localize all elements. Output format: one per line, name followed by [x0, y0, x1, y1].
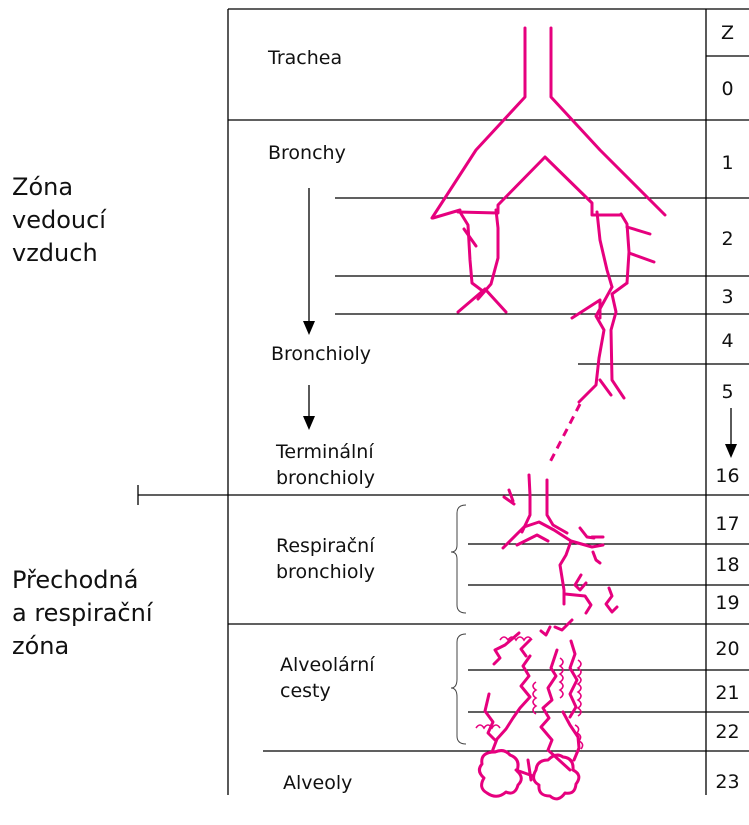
alveolar-sac-left — [479, 751, 521, 797]
generation-22: 22 — [706, 721, 749, 743]
label-respiratory-line-2: bronchioly — [276, 559, 375, 585]
conducting-zone-line-3: vzduch — [12, 237, 106, 270]
duct-left-branch — [485, 694, 496, 741]
right-airway-right-wall — [611, 283, 627, 398]
generation-20: 20 — [706, 638, 749, 660]
duct-center-right — [541, 650, 570, 770]
label-alveolar-line-1: Alveolární — [280, 652, 375, 678]
label-respiratory-line-1: Respirační — [276, 533, 375, 559]
terminal-right-wall — [547, 480, 567, 533]
respiratory-zone-label: Přechodná a respirační zóna — [12, 564, 153, 663]
label-terminal-bronchioles: Terminální bronchioly — [276, 439, 375, 491]
left-lower-branch-outer — [478, 210, 498, 299]
alveolar-sac-right — [534, 755, 579, 799]
label-respiratory-bronchioles: Respirační bronchioly — [276, 533, 375, 585]
generation-18: 18 — [706, 554, 749, 576]
left-terminal-fork — [458, 289, 506, 312]
scallop-2 — [560, 658, 563, 698]
terminal-left-wall — [522, 475, 530, 532]
duct-right-branch — [563, 712, 579, 760]
resp-terminal-curl — [541, 620, 572, 635]
right-twigs — [627, 227, 654, 262]
conducting-zone-line-1: Zóna — [12, 171, 106, 204]
generation-5: 5 — [706, 381, 749, 403]
airway-dashed-continuation — [548, 404, 580, 466]
trachea-left-wall — [432, 28, 525, 218]
arrow-head-2 — [303, 416, 315, 430]
label-alveolar-ducts: Alveolární cesty — [280, 652, 375, 704]
resp-lower-twigs — [565, 575, 591, 613]
label-alveoli: Alveoly — [283, 770, 352, 796]
arrow-head-1 — [303, 321, 315, 335]
generation-1: 1 — [706, 152, 749, 174]
respiratory-zone-line-2: a respirační — [12, 597, 153, 630]
label-terminal-line-1: Terminální — [276, 439, 375, 465]
bronchiole-fork — [600, 380, 611, 395]
bracket-alveolar-ducts — [451, 634, 466, 744]
conducting-zone-label: Zóna vedoucí vzduch — [12, 171, 106, 270]
terminal-side-twig — [504, 490, 514, 504]
bracket-respiratory-bronchioles — [451, 505, 466, 613]
flow-arrows — [309, 188, 731, 448]
label-bronchioles: Bronchioly — [271, 341, 371, 367]
generation-2: 2 — [706, 228, 749, 250]
generation-4: 4 — [706, 330, 749, 352]
generation-0: 0 — [706, 78, 749, 100]
duct-upper-right — [570, 641, 577, 717]
trachea-right-wall — [551, 28, 665, 215]
generation-17: 17 — [706, 513, 749, 535]
airway-tree — [432, 28, 665, 799]
respiratory-zone-line-1: Přechodná — [12, 564, 153, 597]
generation-3: 3 — [706, 286, 749, 308]
arrow-head-3 — [725, 444, 737, 458]
right-branch-outer — [621, 214, 629, 283]
label-terminal-line-2: bronchioly — [276, 465, 375, 491]
generation-header: Z — [706, 22, 749, 44]
generation-23: 23 — [706, 771, 749, 793]
carina — [458, 157, 620, 215]
resp-curl — [606, 588, 617, 612]
conducting-zone-line-2: vedoucí — [12, 204, 106, 237]
label-trachea: Trachea — [268, 45, 342, 71]
label-bronchi: Bronchy — [268, 140, 346, 166]
generation-16: 16 — [706, 465, 749, 487]
scallop-4 — [533, 682, 536, 714]
alveolar-scallops — [476, 637, 583, 749]
respiratory-zone-line-3: zóna — [12, 630, 153, 663]
left-lower-branch-inner — [460, 212, 484, 292]
scallop-3 — [578, 660, 581, 716]
generation-19: 19 — [706, 592, 749, 614]
scallop-6 — [476, 725, 500, 728]
label-alveolar-line-2: cesty — [280, 678, 375, 704]
generation-21: 21 — [706, 682, 749, 704]
